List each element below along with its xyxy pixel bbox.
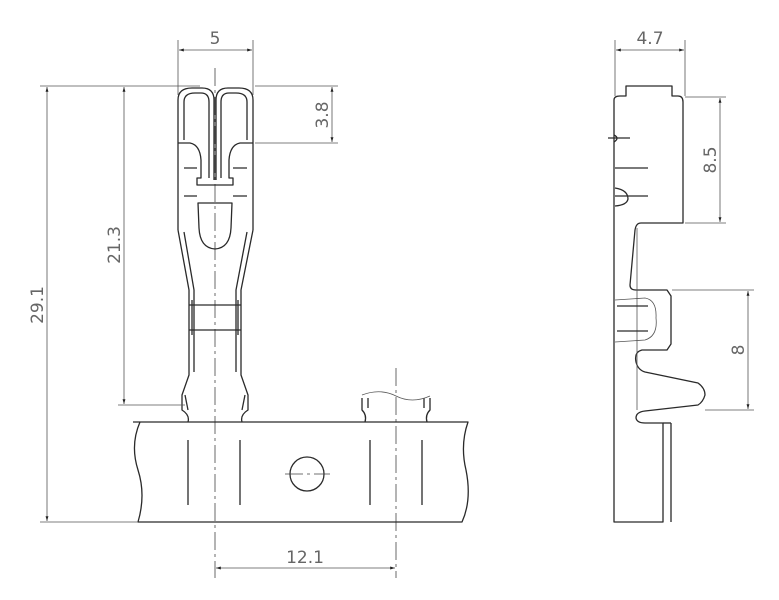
dimension-pitch: 12.1 [216, 548, 395, 570]
dimension-overall-height: 29.1 [28, 85, 200, 523]
dimension-label-5: 5 [210, 29, 221, 49]
next-contact-stub-right [423, 398, 431, 423]
dimension-label-8: 8 [729, 345, 749, 356]
dimension-label-3-8: 3.8 [313, 101, 333, 128]
dimension-upper-section: 8.5 [685, 96, 726, 224]
side-profile [613, 85, 706, 523]
side-pins-lower [617, 305, 648, 332]
terminal-contact [177, 87, 254, 423]
side-hatched-zone [614, 297, 657, 343]
front-view: 5 3.8 21.3 29.1 12.1 [28, 29, 469, 578]
side-notch [608, 134, 630, 143]
side-pins-upper [614, 167, 648, 207]
dimension-label-29-1: 29.1 [28, 286, 48, 324]
dimension-lower-section: 8 [672, 289, 754, 411]
dimension-label-4-7: 4.7 [636, 29, 663, 49]
dimension-label-8-5: 8.5 [701, 146, 721, 173]
next-contact-stub-left [361, 398, 369, 423]
dimension-label-21-3: 21.3 [105, 226, 125, 264]
dimension-fork-depth: 3.8 [255, 85, 338, 144]
dimension-width-top: 5 [177, 29, 254, 95]
dimension-label-12-1: 12.1 [286, 548, 324, 568]
side-view: 4.7 8.5 8 [608, 29, 754, 523]
carrier-strip [133, 421, 469, 523]
dimension-contact-length: 21.3 [105, 87, 185, 406]
break-line [361, 391, 431, 401]
dimension-thickness: 4.7 [614, 29, 686, 96]
strip-cut-lines [187, 440, 423, 505]
